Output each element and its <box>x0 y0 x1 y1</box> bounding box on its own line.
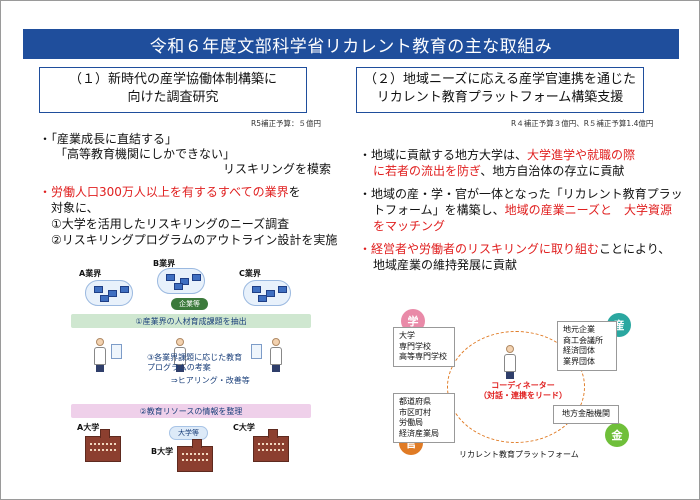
left-b2-line3: ①大学を活用したリスキリングのニーズ調査 <box>51 217 290 231</box>
right-b2-red1: 地域の産業ニーズと 大学資源 <box>504 203 673 217</box>
kan-item: 都道府県 <box>399 397 431 406</box>
gaku-item: 高等専門学校 <box>399 352 447 361</box>
gaku-box: 大学 専門学校 高等専門学校 <box>393 327 455 367</box>
right-b3-post: ことにより、 <box>599 242 671 256</box>
san-item: 経済団体 <box>563 346 595 355</box>
right-bullet2: ・地域の産・学・官が一体となった「リカレント教育プラッ <box>359 186 683 202</box>
kin-badge: 金 <box>605 423 629 447</box>
right-heading-line2: リカレント教育プラットフォーム構築支援 <box>376 90 624 105</box>
step3-line1: ③各業界課題に応じた教育 <box>147 353 243 362</box>
university-c-building-icon <box>253 429 289 462</box>
right-bullet1: ・地域に貢献する地方大学は、大学進学や就職の際 <box>359 147 635 163</box>
university-b-building-icon <box>177 439 213 472</box>
researcher-figure-b <box>171 338 189 372</box>
right-b1-red2: に若者の流出を防ぎ <box>373 164 481 178</box>
coordinator-label: コーディネーター （対話・連携をリード） <box>479 381 567 401</box>
industry-c-companies <box>243 280 291 306</box>
right-b1-line2: に若者の流出を防ぎ、地方自治体の存立に貢献 <box>373 163 624 179</box>
document-icon <box>111 344 122 359</box>
university-a-building-icon <box>85 429 121 462</box>
left-b2-line2: 対象に、 <box>51 201 99 215</box>
industry-b-label: B業界 <box>153 259 176 268</box>
right-budget: R４補正予算３億円、R５補正予算1.4億円 <box>511 119 654 128</box>
step2-band: ②教育リソースの情報を整理 <box>71 404 311 418</box>
left-b1-line2: 「高等教育機関にしかできない」 <box>55 147 236 161</box>
san-item: 商工会議所 <box>563 335 603 345</box>
right-section-heading: （２）地域ニーズに応える産学官連携を通じた リカレント教育プラットフォーム構築支… <box>356 67 644 113</box>
kan-item: 労働局 <box>399 418 423 427</box>
bullet-dot: ・ <box>39 132 52 146</box>
right-b2-line1: 地域の産・学・官が一体となった「リカレント教育プラッ <box>371 187 683 201</box>
platform-ring <box>447 331 585 443</box>
bullet-dot: ・ <box>359 187 372 201</box>
left-b2-suffix: を <box>288 185 301 199</box>
recurrent-platform-diagram: 学 産 官 金 大学 専門学校 高等専門学校 地元企業 商工会議所 経済団体 業… <box>389 309 644 469</box>
left-b2-red: 労働人口300万人以上を有するすべての業界 <box>51 185 289 199</box>
kan-box: 都道府県 市区町村 労働局 経済産業局 <box>393 393 455 443</box>
kan-item: 市区町村 <box>399 407 431 417</box>
step3-line2: プログラムの考案 <box>147 363 211 372</box>
left-b2-line4: ②リスキリングプログラムのアウトライン設計を実施 <box>51 233 338 247</box>
left-bullet2: ・労働人口300万人以上を有するすべての業界を <box>39 184 301 200</box>
university-a-label: A大学 <box>77 423 100 432</box>
left-section-heading: （１）新時代の産学協働体制構築に 向けた調査研究 <box>39 67 307 113</box>
bullet-dot: ・ <box>359 242 372 256</box>
industry-university-diagram: A業界 B業界 C業界 企業等 ①産業界の人材育成課題を抽出 ③各業界課題に応じ… <box>71 256 321 472</box>
coordinator-line1: コーディネーター <box>491 381 555 390</box>
document-icon <box>251 344 262 359</box>
coordinator-figure <box>501 345 519 379</box>
right-b1-post: 、地方自治体の存立に貢献 <box>480 164 625 178</box>
step1-band: ①産業界の人材育成課題を抽出 <box>71 314 311 328</box>
kin-item: 地方金融機関 <box>562 409 610 418</box>
right-b2-pre: トフォーム」を構築し、 <box>373 203 505 217</box>
left-b1-line1: 「産業成長に直結する」 <box>51 132 178 146</box>
university-b-label: B大学 <box>151 447 174 456</box>
san-box: 地元企業 商工会議所 経済団体 業界団体 <box>557 321 617 371</box>
right-b2-red2: をマッチング <box>373 219 446 233</box>
right-b3-red: 経営者や労働者のリスキリングに取り組む <box>371 242 600 256</box>
gaku-item: 大学 <box>399 331 415 340</box>
left-heading-line2: 向けた調査研究 <box>127 90 219 105</box>
left-budget: R5補正予算：５億円 <box>251 119 321 128</box>
san-item: 業界団体 <box>563 356 595 366</box>
companies-pill: 企業等 <box>171 298 208 310</box>
slide-title: 令和６年度文部科学省リカレント教育の主な取組み <box>23 29 679 59</box>
left-heading-line1: （１）新時代の産学協働体制構築に <box>68 72 277 87</box>
kin-box: 地方金融機関 <box>553 405 619 424</box>
right-bullet3: ・経営者や労働者のリスキリングに取り組むことにより、 <box>359 241 670 257</box>
right-b3-line2: 地域産業の維持発展に貢献 <box>373 258 518 272</box>
gaku-item: 専門学校 <box>399 341 431 351</box>
bullet-dot: ・ <box>359 148 372 162</box>
industry-c-label: C業界 <box>239 269 261 278</box>
left-b1-line3: リスキリングを模索 <box>223 162 332 176</box>
san-item: 地元企業 <box>563 325 595 334</box>
researcher-figure-c <box>267 338 285 372</box>
right-heading-line1: （２）地域ニーズに応える産学官連携を通じた <box>364 72 636 87</box>
left-bullet1: ・「産業成長に直結する」 <box>39 131 177 147</box>
right-b1-pre: 地域に貢献する地方大学は、 <box>371 148 528 162</box>
kan-item: 経済産業局 <box>399 428 439 438</box>
step3-line3: ⇒ヒアリング・改善等 <box>171 376 250 385</box>
researcher-figure-a <box>91 338 109 372</box>
industry-a-label: A業界 <box>79 269 102 278</box>
platform-caption: リカレント教育プラットフォーム <box>459 450 579 459</box>
coordinator-line2: （対話・連携をリード） <box>479 391 567 400</box>
industry-a-companies <box>85 280 133 306</box>
right-b1-red1: 大学進学や就職の際 <box>527 148 636 162</box>
industry-b-companies <box>157 268 205 294</box>
universities-pill: 大学等 <box>169 426 208 440</box>
right-b2-line2: トフォーム」を構築し、地域の産業ニーズと 大学資源 <box>373 202 672 218</box>
university-c-label: C大学 <box>233 423 255 432</box>
bullet-dot: ・ <box>39 185 52 199</box>
